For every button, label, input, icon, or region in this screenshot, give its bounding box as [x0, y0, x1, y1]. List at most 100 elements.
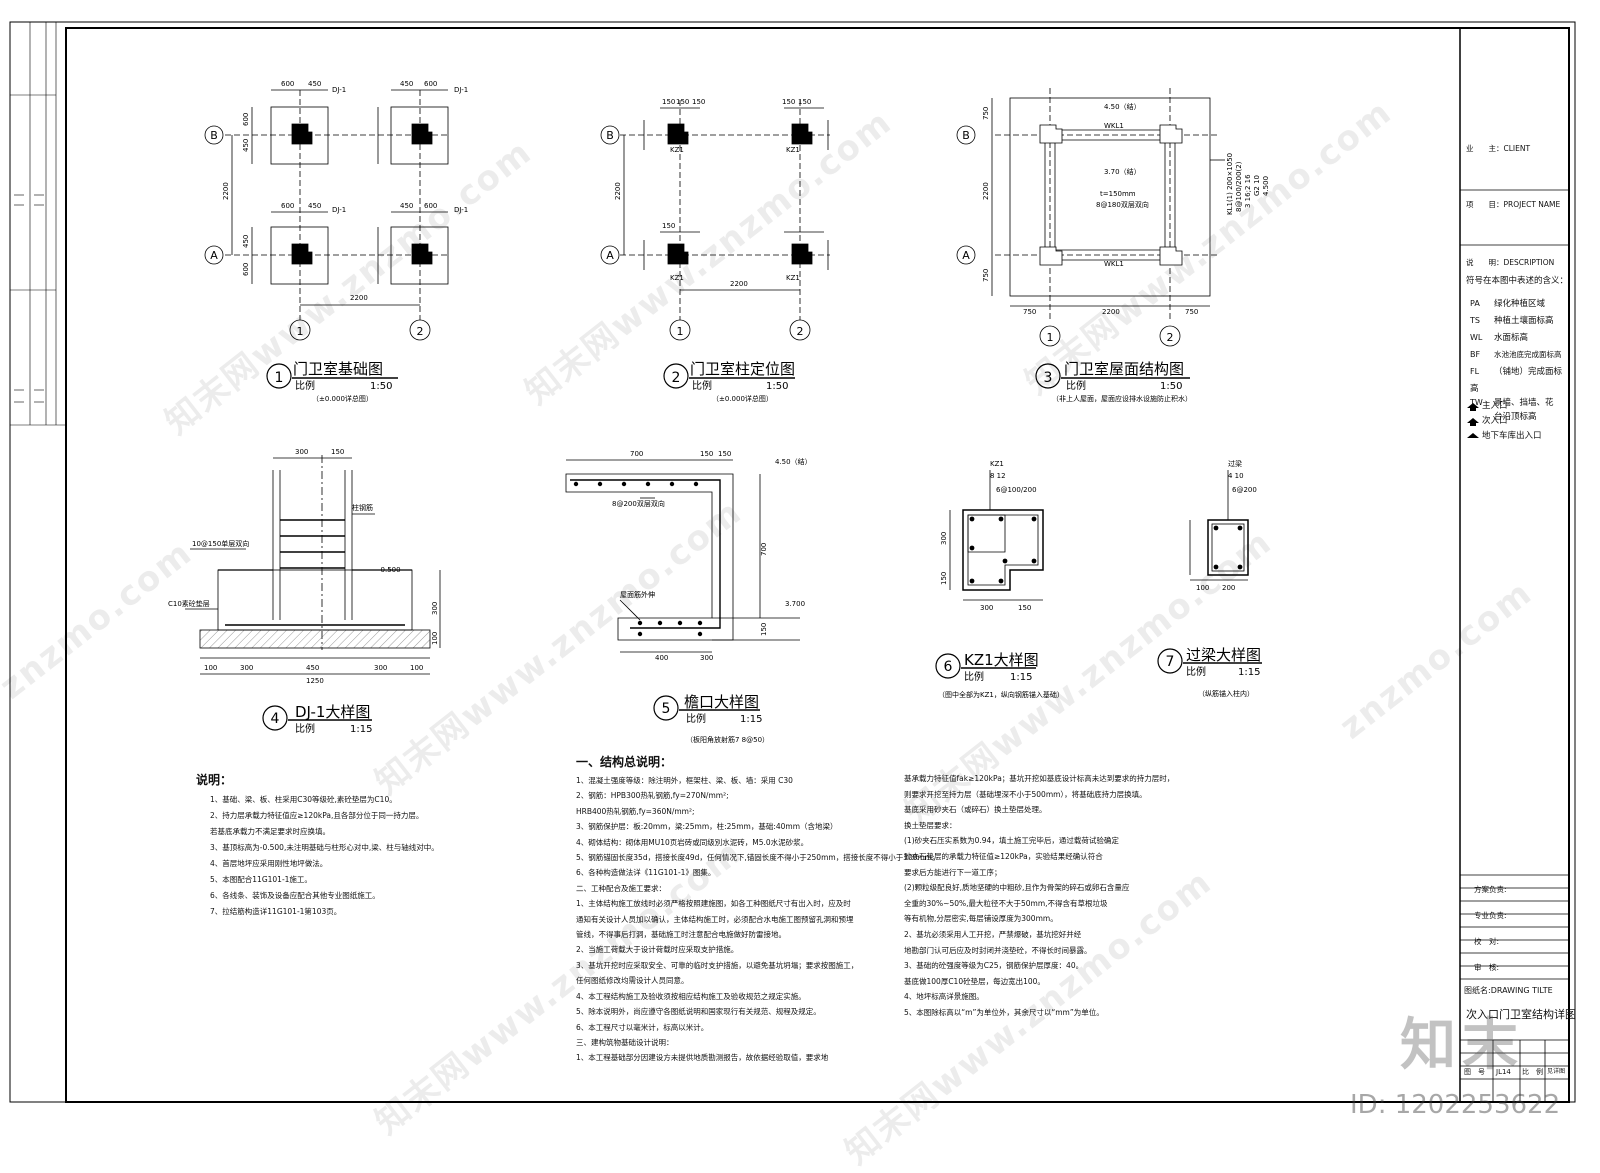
- drawing-title: KZ1大样图: [964, 651, 1039, 669]
- beam-label: 8@100/200(2): [1235, 161, 1243, 212]
- legend-code: WL: [1470, 333, 1483, 342]
- garage-entrance-icon: [1467, 433, 1479, 438]
- drawing-number: 1: [275, 370, 284, 386]
- rebar-label: 8 12: [990, 472, 1006, 480]
- note-line: 三、建构筑物基础设计说明：: [576, 1037, 674, 1047]
- legend-desc: 景墙、挡墙、花台沿顶标高: [1494, 398, 1554, 422]
- drawing-6-title: 6 KZ1大样图 比例 1:15 （图中全部为KZ1，纵向钢筋锚入基础）: [938, 651, 1064, 699]
- level-label: -0.500: [378, 566, 401, 574]
- beam-label: WKL1: [1104, 122, 1124, 130]
- client-label: 业 主：CLIENT: [1466, 144, 1531, 153]
- dim-label: 2200: [350, 294, 368, 302]
- dim-label: 100: [431, 632, 439, 645]
- drawing-1-dims: 600 450 450 600 600 450 450 600 2200 220…: [222, 80, 468, 302]
- beam-label: 4.500: [1262, 176, 1270, 196]
- drawing-sheet: 600 450 450 600 600 450 450 600 2200 220…: [9, 21, 1576, 1103]
- rebar-label: 柱钢筋: [352, 503, 373, 512]
- drawing-4-dims: 300 150 100 300 450 300 100 1250 300 100…: [168, 448, 439, 685]
- drawing-note: （±0.000详总图）: [712, 394, 773, 403]
- scale-label: 比 例: [1522, 1068, 1543, 1076]
- note-line: 1、混凝土强度等级：除注明外，框架柱、梁、板、墙：采用 C30: [576, 776, 793, 785]
- rebar-label: 过梁: [1228, 459, 1242, 468]
- legend-code: TW: [1470, 398, 1483, 407]
- dim-label: 600: [424, 80, 437, 88]
- dim-label: 2200: [1102, 308, 1120, 316]
- dim-label: 150: [676, 98, 689, 106]
- note-line: 5、本图配合11G101-1施工。: [210, 875, 312, 884]
- axis-label: 1: [297, 325, 304, 338]
- rebar-label: C10素砼垫层: [168, 599, 210, 608]
- tag-label: KZ1: [670, 274, 684, 282]
- drawing-note: （板阳角放射筋7 8@50）: [686, 735, 769, 744]
- drawing-2-title: 门卫室柱定位图 比例 1:50 （±0.000详总图）: [690, 360, 795, 403]
- drawing-number: 6: [944, 659, 953, 675]
- dim-label: 700: [630, 450, 643, 458]
- drawing-number: 7: [1166, 654, 1175, 670]
- legend-item: TW 景墙、挡墙、花台沿顶标高: [1470, 396, 1566, 424]
- notes-right: 基承载力特征值fak≥120kPa；基坑开挖如基底设计标高未达到要求的持力层时，…: [904, 771, 1174, 1021]
- notes-left: 说明： 1、基础、梁、板、柱采用C30等级砼,素砼垫层为C10。 2、持力层承载…: [196, 773, 439, 920]
- main-entrance-icon: [1467, 403, 1479, 411]
- scale-value: 1:15: [740, 714, 762, 725]
- entrance-legend: 主入口 次入口 地下车库出入口: [1482, 399, 1542, 444]
- dim-label: 150: [662, 222, 675, 230]
- legend-desc: 水池池底完成面标高: [1494, 350, 1562, 359]
- tag-label: DJ-1: [332, 206, 346, 214]
- note-line: 4、地坪标高详景施图。: [904, 992, 984, 1002]
- drawing-6-kz1-detail: [935, 470, 1044, 679]
- role-label: 校 对:: [1474, 937, 1500, 946]
- note-line: 换土垫层要求：: [904, 820, 957, 830]
- note-line: 7、拉结筋构造详11G101-1第103页。: [210, 907, 342, 916]
- axis-label: 2: [797, 325, 804, 338]
- note-line: 5、钢筋锚固长度35d，搭接长度49d，任何情况下,锚固长度不得小于250mm，…: [576, 853, 940, 863]
- note-line: 3、基础的砼强度等级为C25，钢筋保护层厚度：40。: [904, 961, 1084, 971]
- scale-value: 1:15: [350, 724, 372, 735]
- dim-label: 450: [242, 139, 250, 152]
- note-line: HRB400热轧钢筋,fy=360N/mm²;: [576, 806, 695, 816]
- drawing-2-column-layout: [600, 100, 830, 389]
- tag-label: DJ-1: [332, 86, 346, 94]
- rebar-label: 6@200: [1232, 486, 1257, 494]
- level-label: 4.50（结）: [775, 457, 812, 466]
- rebar-label: 4 10: [1228, 472, 1244, 480]
- drawing-number: 4: [271, 711, 280, 727]
- dim-label: 300: [980, 604, 993, 612]
- drawing-4-dj1-detail: [185, 455, 441, 731]
- beam-label: 3 16;2 16: [1244, 174, 1252, 208]
- level-label: 4.50（结）: [1104, 102, 1141, 111]
- drawing-title-label: 图纸名:DRAWING TILTE: [1464, 986, 1553, 995]
- note-line: 5、本图除标高以“m”为单位外，其余尺寸以“mm”为单位。: [904, 1007, 1104, 1017]
- scale-value: 1:50: [1160, 381, 1182, 392]
- drawing-7-lintel-detail: [1157, 470, 1262, 674]
- drawing-3-title: 门卫室屋面结构图 比例 1:50 （非上人屋面，屋面应设排水设施防止积水）: [1052, 360, 1192, 403]
- note-line: (2)颗粒级配良好,质地坚硬的中粗砂,且作为骨架的碎石或卵石含量应: [904, 883, 1130, 893]
- dim-label: 150: [782, 98, 795, 106]
- dim-label: 100: [204, 664, 217, 672]
- entrance-item: 主入口: [1482, 401, 1508, 411]
- note-line: 6、本工程尺寸以毫米计，标高以米计。: [576, 1022, 709, 1032]
- dim-label: 600: [424, 202, 437, 210]
- dim-label: 2200: [222, 182, 230, 200]
- role-list: 方案负责: 专业负责: 校 对: 审 核:: [1474, 877, 1507, 981]
- tag-label: DJ-1: [454, 86, 468, 94]
- drawing-note: （图中全部为KZ1，纵向钢筋锚入基础）: [938, 690, 1064, 699]
- drawing-5-dims: 700 150 150 700 400 300 150 8@200双层双向 屋面…: [612, 450, 812, 662]
- dim-label: 150: [700, 450, 713, 458]
- role-label: 审 核:: [1474, 963, 1500, 972]
- note-line: 任何图纸修改均需设计人员同意。: [576, 976, 689, 986]
- dim-label: 100: [1196, 584, 1209, 592]
- dim-label: 300: [700, 654, 713, 662]
- note-line: 6、各种构造做法详《11G101-1》图集。: [576, 868, 716, 878]
- note-line: 3、基坑开挖时应采取安全、可靠的临时支护措施，以避免基坑坍塌；要求按图施工，: [576, 960, 859, 970]
- note-line: 基底采用砂夹石（或碎石）换土垫层处理。: [904, 805, 1047, 815]
- note-line: 2、钢筋：HPB300热轧钢筋,fy=270N/mm²;: [576, 791, 729, 801]
- tag-label: KZ1: [786, 146, 800, 154]
- dim-label: 200: [1222, 584, 1235, 592]
- note-line: 管线，不得事后打洞，基础施工时注意配合电施做好防雷接地。: [576, 930, 786, 940]
- note-line: 4、首层地坪应采用刚性地坪做法。: [210, 859, 328, 868]
- level-label: 3.70（结）: [1104, 167, 1141, 176]
- dim-label: 300: [374, 664, 387, 672]
- note-line: 4、本工程结构施工及验收须按相应结构施工及验收规范之规定实施。: [576, 991, 806, 1001]
- drawing-1-axis-labels: B A 1 2 1: [210, 129, 423, 386]
